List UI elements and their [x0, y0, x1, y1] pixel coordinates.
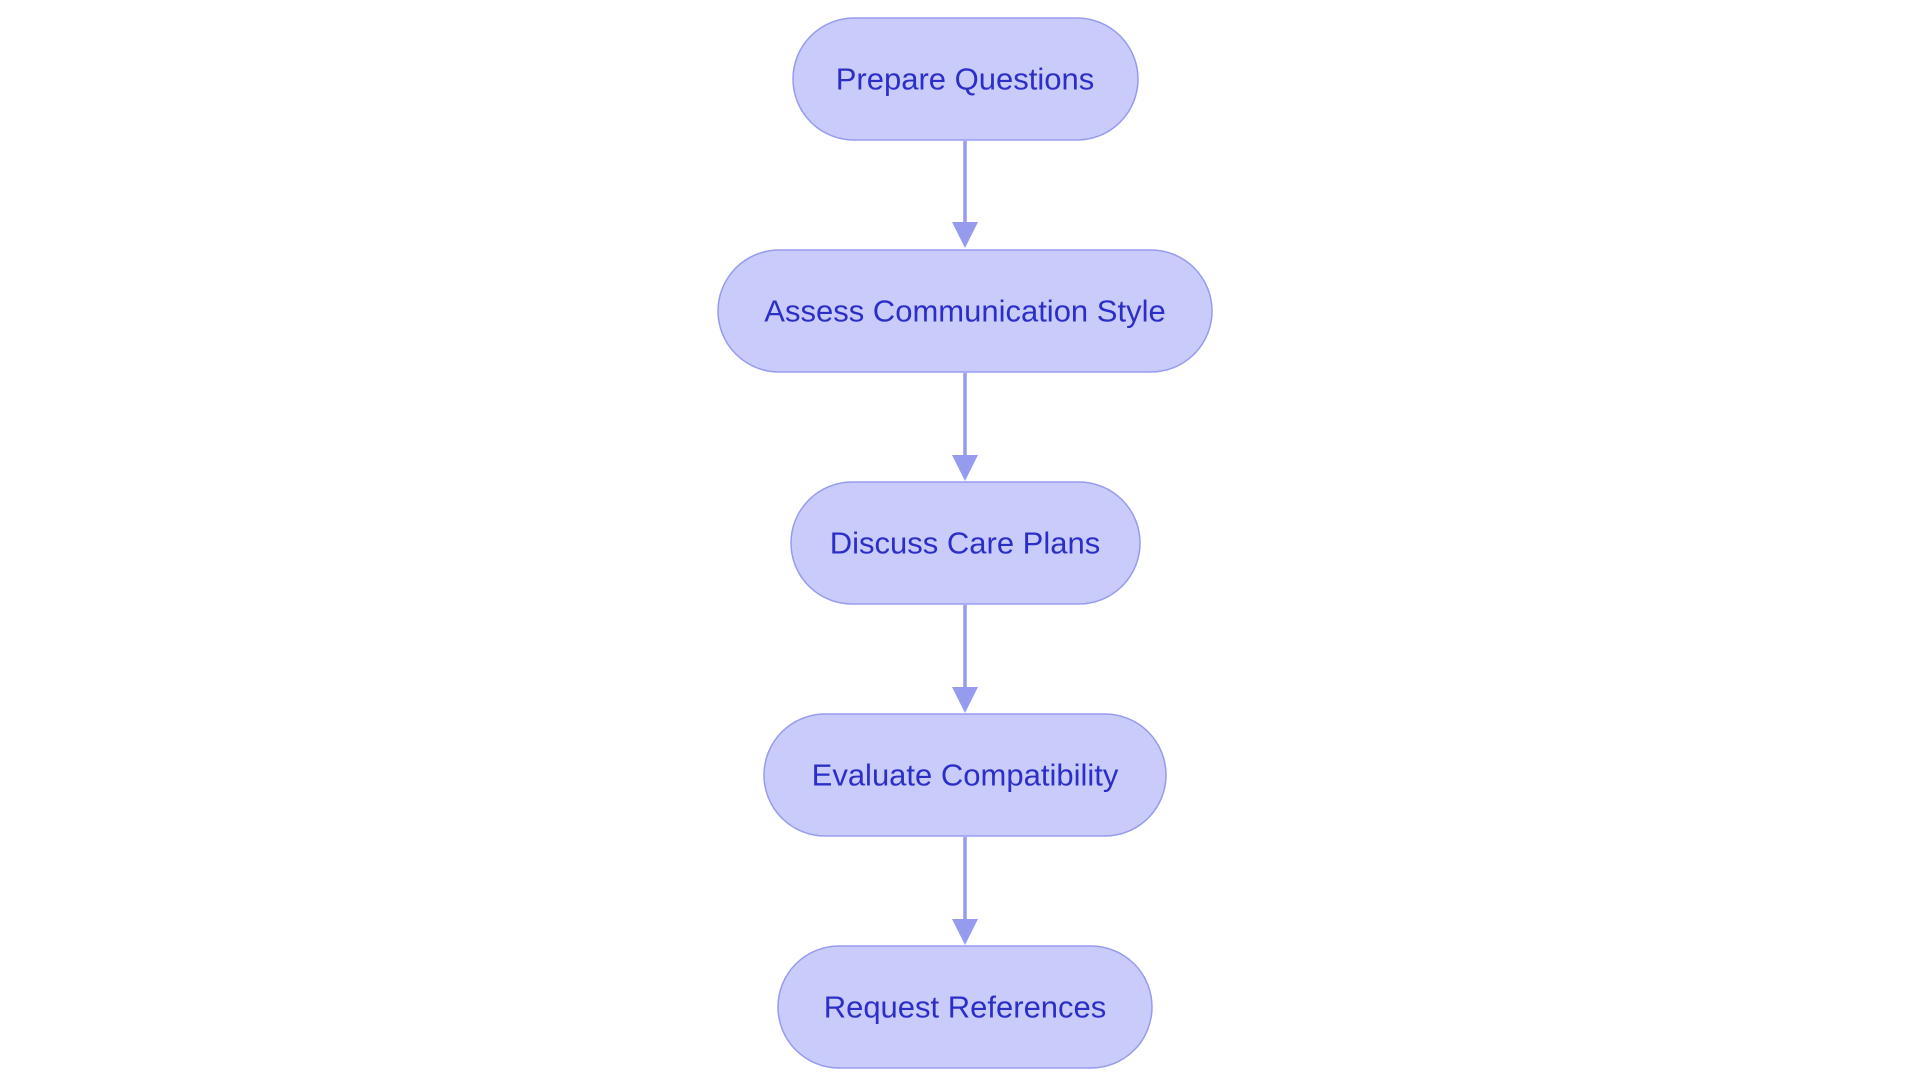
node-label-prepare-questions: Prepare Questions [836, 62, 1094, 97]
edge-discuss-to-evaluate [952, 605, 978, 713]
node-label-request-references: Request References [824, 990, 1107, 1025]
node-label-discuss-care-plans: Discuss Care Plans [830, 526, 1100, 561]
edge-evaluate-to-request [952, 837, 978, 945]
node-request-references: Request References [777, 945, 1153, 1069]
node-discuss-care-plans: Discuss Care Plans [790, 481, 1141, 605]
edge-assess-to-discuss [952, 373, 978, 481]
node-prepare-questions: Prepare Questions [792, 17, 1139, 141]
node-evaluate-compatibility: Evaluate Compatibility [763, 713, 1167, 837]
node-label-evaluate-compatibility: Evaluate Compatibility [812, 758, 1119, 793]
node-label-assess-communication-style: Assess Communication Style [764, 294, 1165, 329]
edge-prepare-to-assess [952, 141, 978, 248]
node-assess-communication-style: Assess Communication Style [717, 249, 1213, 373]
